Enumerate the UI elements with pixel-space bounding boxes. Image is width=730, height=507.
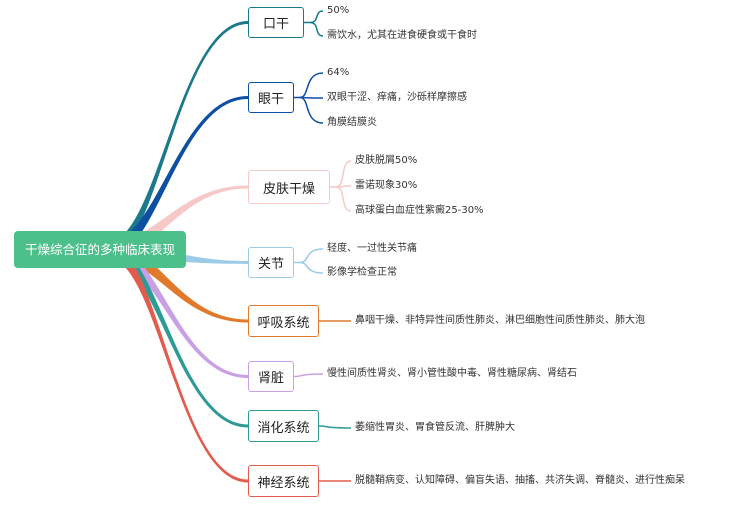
leaf-item: 50% — [327, 5, 350, 16]
branch-node[interactable]: 神经系统 — [248, 465, 319, 497]
leaf-connector — [309, 21, 324, 37]
leaf-connector — [299, 261, 324, 274]
branch-connector — [108, 96, 248, 258]
leaf-item: 角膜结膜炎 — [327, 117, 377, 128]
leaf-item: 需饮水，尤其在进食硬食或干食时 — [327, 30, 477, 41]
leaf-connector — [335, 186, 352, 212]
leaf-connector — [299, 72, 324, 99]
branch-node[interactable]: 眼干 — [248, 82, 294, 113]
root-node[interactable]: 干燥综合征的多种临床表现 — [14, 231, 186, 268]
leaf-item: 鼻咽干燥、非特异性间质性肺炎、淋巴细胞性间质性肺炎、肺大泡 — [355, 315, 645, 326]
leaf-item: 雷诺现象30% — [355, 180, 418, 191]
branch-node[interactable]: 肾脏 — [248, 361, 294, 392]
leaf-item: 高球蛋白血症性紫癜25-30% — [355, 205, 484, 216]
leaf-connector — [293, 373, 324, 378]
branch-node[interactable]: 消化系统 — [248, 410, 319, 442]
leaf-item: 慢性间质性肾炎、肾小管性酸中毒、肾性糖尿病、肾结石 — [327, 368, 577, 379]
leaf-item: 双眼干涩、痒痛，沙砾样摩擦感 — [327, 92, 467, 103]
leaf-item: 轻度、一过性关节痛 — [327, 243, 417, 254]
branch-node[interactable]: 皮肤干燥 — [248, 170, 330, 204]
leaf-item: 影像学检查正常 — [327, 267, 397, 278]
leaf-connector — [309, 10, 324, 24]
branch-node[interactable]: 口干 — [248, 7, 304, 38]
branch-connector — [108, 21, 248, 258]
leaf-item: 64% — [327, 67, 350, 78]
leaf-item: 皮肤脱屑50% — [355, 155, 418, 166]
leaf-connector — [335, 160, 352, 188]
leaf-connector — [318, 425, 352, 429]
branch-node[interactable]: 呼吸系统 — [248, 305, 319, 337]
branch-connector — [108, 242, 248, 483]
leaf-item: 萎缩性胃炎、胃食管反流、肝脾肿大 — [355, 422, 515, 433]
leaf-connector — [299, 96, 324, 99]
leaf-item: 脱髓鞘病变、认知障碍、偏盲失语、抽搐、共济失调、脊髓炎、进行性痴呆 — [355, 475, 685, 486]
leaf-connector — [299, 96, 324, 124]
leaf-connector — [299, 248, 324, 264]
branch-node[interactable]: 关节 — [248, 247, 294, 278]
